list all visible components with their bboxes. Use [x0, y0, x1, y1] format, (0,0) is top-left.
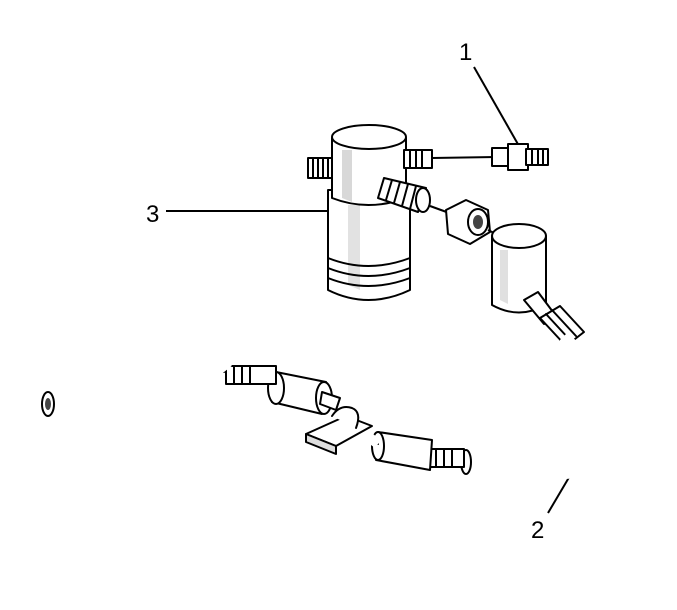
- right-mounting-stud: [403, 149, 433, 169]
- outlet-pipe-fitting: [377, 177, 431, 213]
- callout-1-label: 1: [459, 39, 472, 66]
- fitting-item-1: [431, 143, 549, 171]
- accumulator-canister: [307, 124, 433, 301]
- hex-nut: [429, 199, 501, 245]
- mounting-bracket: [305, 406, 373, 455]
- hose-assembly-item-2: [41, 223, 627, 481]
- left-threaded-section: [225, 365, 277, 385]
- callout-1-leader: [473, 66, 520, 147]
- left-mounting-stud: [307, 157, 335, 179]
- hose-threaded-stub: [427, 448, 465, 468]
- callout-3-label: 3: [146, 201, 159, 228]
- callout-2-leader: [547, 473, 572, 514]
- callout-2-label: 2: [531, 517, 544, 544]
